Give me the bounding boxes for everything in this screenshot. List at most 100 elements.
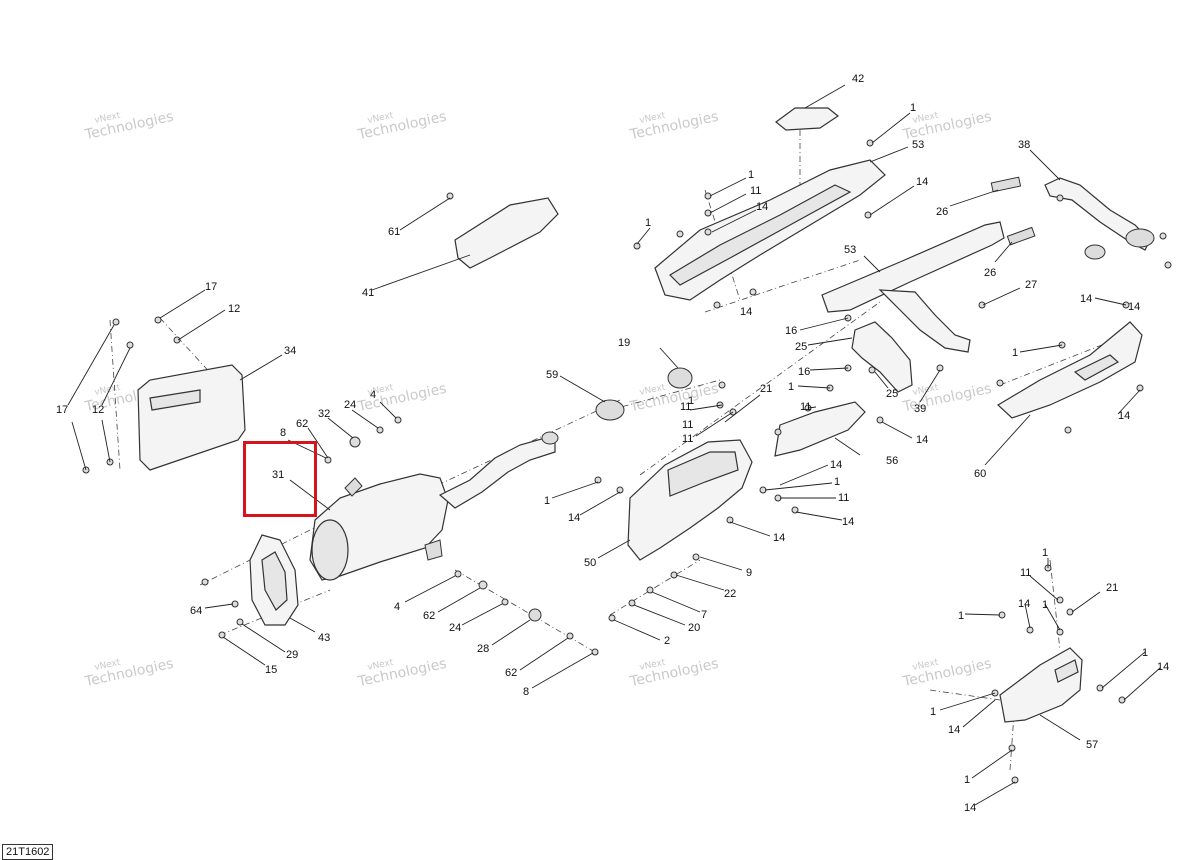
callout-22: 22 [724,588,736,600]
callout-1: 1 [1042,599,1048,611]
callout-12: 12 [228,303,240,315]
callout-12: 12 [92,404,104,416]
callout-14: 14 [740,306,752,318]
callout-61: 61 [388,226,400,238]
callout-60: 60 [974,468,986,480]
callout-11: 14 [568,512,580,524]
callout-14: 14 [964,802,976,814]
part-59-sleeve [595,399,625,421]
callout-1: 1 [1142,647,1148,659]
callout-27: 27 [1025,279,1037,291]
part-26-spring-a [990,176,1022,193]
drawing-code-label: 21T1602 [2,844,54,860]
svg-text:Technologies: Technologies [628,109,720,144]
callout-17: 17 [205,281,217,293]
part-53-pipe-bend [878,289,971,353]
callout-11: 11 [1020,567,1031,579]
part-39-shield [851,321,913,393]
callout-32: 32 [318,408,330,420]
callout-29: 29 [286,649,298,661]
part-53-shield-rib [669,184,852,286]
callout-1: 1 [645,217,651,229]
callout-1: 1 [1042,547,1048,559]
highlight-box-part-31 [243,441,317,517]
part-31-inlet-pipe [438,437,556,509]
callout-14: 14 [1157,661,1169,673]
callout-4: 4 [370,389,376,401]
callout-15: 15 [265,664,277,676]
callout-9: 9 [746,567,752,579]
callout-19: 19 [618,337,630,349]
callout-24: 24 [344,399,356,411]
callout-28: 28 [477,643,489,655]
callout-50: 50 [584,557,596,569]
part-31-muffler-end [311,519,349,581]
callout-11: 11 [838,492,849,504]
callout-11: 11 [750,185,761,197]
svg-text:Technologies: Technologies [83,656,175,691]
callout-16: 16 [798,366,810,378]
leader-lines [67,84,1161,806]
part-31-mount [424,539,443,561]
part-31-hanger [344,477,363,497]
callout-11: 11 [682,419,693,431]
callout-57: 57 [1086,739,1098,751]
svg-text:Technologies: Technologies [901,656,993,691]
callout-14: 14 [1118,410,1130,422]
part-57-slot [1054,659,1079,683]
svg-text:Technologies: Technologies [356,656,448,691]
part-50-shield-ribs [667,451,739,497]
callout-8: 8 [280,427,286,439]
callout-1: 1 [748,169,754,181]
callout-25: 25 [886,388,898,400]
callout-53: 53 [912,139,924,151]
callout-34: 34 [284,345,296,357]
callout-62: 62 [505,667,517,679]
callout-16: 16 [785,325,797,337]
part-34-shield-slot [149,389,201,411]
callout-26: 26 [936,206,948,218]
part-60-slot [1073,354,1120,381]
callout-31: 31 [272,469,284,481]
part-41-bracket [454,197,559,269]
callout-38: 38 [1018,139,1030,151]
callout-59: 59 [546,369,558,381]
callout-1: 1 [930,706,936,718]
callout-21: 21 [760,383,772,395]
callout-39: 39 [914,403,926,415]
callout-14: 14 [830,459,842,471]
callout-25: 25 [795,341,807,353]
callout-14: 14 [842,516,854,528]
callout-11: 11 [682,433,693,445]
svg-text:Technologies: Technologies [356,109,448,144]
part-31-inlet-flange [541,431,559,445]
part-57-shield [999,647,1083,723]
callout-11: 11 [680,401,691,413]
fasteners [82,139,1172,784]
callout-14: 14 [756,201,768,213]
callout-1: 1 [544,495,550,507]
callout-17: 17 [56,404,68,416]
callout-56: 56 [886,455,898,467]
callout-1: 1 [834,476,840,488]
callout-2: 2 [664,635,670,647]
callout-24: 24 [449,622,461,634]
callout-14: 14 [916,176,928,188]
callout-11: 11 [800,401,811,413]
callout-42: 42 [852,73,864,85]
callout-14: 14 [916,434,928,446]
callout-14: 14 [948,724,960,736]
part-34-heat-shield [137,364,246,471]
callout-labels: 42 1 53 38 14 1 11 14 1 26 26 53 27 14 1… [56,73,1169,814]
callout-43: 43 [318,632,330,644]
part-53-mid-pipe [821,221,1005,313]
callout-1: 1 [788,381,794,393]
callout-64: 64 [190,605,202,617]
callout-41: 41 [362,287,374,299]
callout-14: 14 [1128,301,1140,313]
callout-14: 14 [1018,598,1030,610]
part-56-shield [774,401,866,457]
callout-1: 1 [688,395,694,407]
svg-text:Technologies: Technologies [83,109,175,144]
part-27-gasket [1084,244,1106,260]
